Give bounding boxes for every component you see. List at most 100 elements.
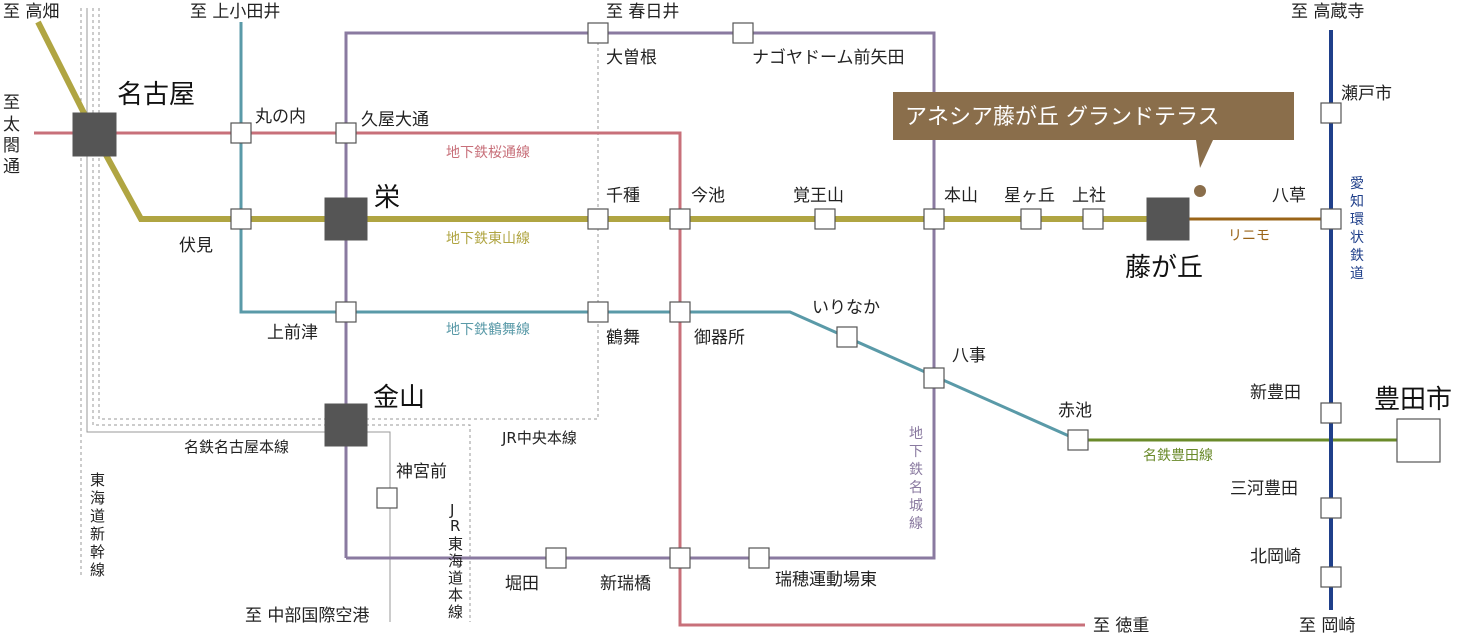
station-marker-sakae [324, 197, 368, 241]
station-name-aratamabashi: 新瑞橋 [600, 574, 651, 594]
station-marker-gokiso [669, 301, 691, 323]
station-name-fujigaoka: 藤が丘 [1125, 253, 1203, 283]
station-name-jingumae: 神宮前 [396, 462, 447, 482]
station-name-seto-shi: 瀬戸市 [1341, 84, 1392, 104]
station-name-issha: 上社 [1072, 186, 1106, 206]
station-marker-toyotashi [1396, 418, 1441, 463]
station-marker-imaike [669, 208, 691, 230]
direction-taikodori-char: 通 [3, 157, 20, 177]
direction-kozoji: 至 高蔵寺 [1291, 2, 1364, 22]
station-name-hoshigaoka: 星ヶ丘 [1004, 186, 1055, 206]
direction-takabata: 至 高畑 [3, 2, 59, 22]
station-name-mizuho: 瑞穂運動場東 [775, 570, 877, 590]
station-marker-aratamabashi [669, 547, 691, 569]
line-name-tsurumai: 地下鉄鶴舞線 [446, 321, 530, 338]
station-name-irinaka: いりなか [812, 298, 880, 318]
line-name-jr-tokaido-char: 線 [448, 603, 463, 621]
station-marker-ozone [587, 22, 609, 44]
property-location-dot [1194, 185, 1206, 197]
direction-kamiotai: 至 上小田井 [190, 2, 280, 22]
station-marker-yagusa [1320, 208, 1342, 230]
station-marker-fujigaoka [1146, 197, 1190, 241]
direction-taikodori-char: 至 [3, 93, 20, 113]
station-name-toyotashi: 豊田市 [1374, 385, 1452, 415]
station-marker-chikusa [587, 208, 609, 230]
line-name-shinkansen-char: 線 [90, 561, 105, 579]
line-name-jr-tokaido-char: J [449, 501, 454, 519]
direction-taikodori-char: 閤 [3, 136, 20, 156]
station-marker-irinaka [836, 326, 858, 348]
station-name-gokiso: 御器所 [694, 328, 745, 348]
station-marker-nagoya [72, 112, 117, 157]
line-name-jr-tokaido-char: 東 [448, 535, 463, 553]
station-name-ozone: 大曽根 [606, 48, 657, 68]
direction-taikodori: 至 太 閤 通 [3, 93, 20, 177]
higashiyama-line [35, 20, 1168, 222]
station-name-chikusa: 千種 [606, 186, 640, 206]
line-name-aikan-char: 知 [1350, 193, 1364, 210]
line-name-jr-tokaido-char: 本 [448, 586, 463, 604]
station-marker-yagoto [923, 367, 945, 389]
line-name-higashiyama: 地下鉄東山線 [446, 231, 530, 247]
station-marker-marunouchi [230, 122, 252, 144]
station-marker-issha [1082, 208, 1104, 230]
direction-taikodori-char: 太 [3, 115, 20, 135]
line-name-aikan-char: 状 [1350, 230, 1364, 246]
direction-kasugai: 至 春日井 [606, 2, 679, 22]
station-marker-fushimi [230, 208, 252, 230]
station-marker-hoshigaoka [1020, 208, 1042, 230]
line-name-shinkansen: 東 海 道 新 幹 線 [90, 471, 105, 579]
line-name-aikan-char: 環 [1350, 212, 1364, 228]
property-callout: アネシア藤が丘 グランドテラス [893, 92, 1294, 197]
station-name-sakae: 栄 [374, 183, 400, 213]
line-name-shinkansen-char: 幹 [90, 543, 105, 561]
line-name-meijo: 地 下 鉄 名 城 線 [909, 426, 923, 532]
line-name-meitetsu-nagoya: 名鉄名古屋本線 [184, 438, 289, 456]
direction-tokushige: 至 徳重 [1093, 616, 1149, 633]
station-marker-motoyama [923, 208, 945, 230]
station-name-hisaya-odori: 久屋大通 [361, 110, 429, 130]
station-marker-tsurumai [587, 301, 609, 323]
line-name-linimo: リニモ [1228, 228, 1270, 244]
station-marker-jingumae [376, 487, 398, 509]
station-name-marunouchi: 丸の内 [255, 107, 306, 127]
station-name-nagoya: 名古屋 [117, 80, 195, 110]
callout-pointer [1196, 140, 1213, 168]
sakuradori-line [34, 131, 1085, 627]
station-marker-mikawa-toyota [1320, 497, 1342, 519]
station-name-akaike: 赤池 [1058, 401, 1092, 421]
station-name-yagoto: 八事 [952, 346, 986, 366]
station-name-imaike: 今池 [691, 186, 725, 206]
line-name-shinkansen-char: 海 [90, 489, 105, 507]
station-marker-hisaya-odori [335, 122, 357, 144]
station-name-kitaokazaki: 北岡崎 [1250, 547, 1301, 567]
station-name-yagusa: 八草 [1272, 186, 1306, 206]
line-name-jr-chuo: JR中央本線 [501, 429, 577, 447]
direction-centrair: 至 中部国際空港 [245, 606, 369, 626]
line-name-meijo-char: 城 [909, 498, 923, 514]
line-name-aikan-char: 道 [1350, 266, 1364, 282]
line-name-sakuradori: 地下鉄桜通線 [446, 145, 530, 161]
station-name-motoyama: 本山 [944, 186, 978, 206]
station-marker-nagoya-dome [732, 22, 754, 44]
station-name-fushimi: 伏見 [179, 236, 213, 256]
station-name-shin-toyota: 新豊田 [1250, 383, 1301, 403]
line-name-shinkansen-char: 新 [90, 525, 105, 543]
line-name-shinkansen-char: 東 [90, 471, 105, 489]
station-marker-seto-shi [1320, 102, 1342, 124]
line-name-jr-tokaido-char: 海 [448, 552, 463, 570]
line-name-meijo-char: 名 [909, 480, 923, 496]
line-name-aikan-char: 愛 [1350, 176, 1364, 192]
line-name-shinkansen-char: 道 [90, 507, 105, 525]
line-name-meijo-char: 線 [909, 516, 923, 532]
station-marker-kitaokazaki [1320, 566, 1342, 588]
station-marker-shin-toyota [1320, 402, 1342, 424]
line-name-jr-tokaido-char: R [450, 517, 460, 535]
station-marker-mizuho [748, 547, 770, 569]
line-name-meitetsu-toyota: 名鉄豊田線 [1143, 448, 1213, 464]
station-name-nagoya-dome: ナゴヤドーム前矢田 [752, 47, 905, 68]
station-name-mikawa-toyota: 三河豊田 [1230, 479, 1298, 499]
station-marker-akaike [1067, 429, 1089, 451]
line-name-meijo-char: 鉄 [909, 462, 923, 478]
